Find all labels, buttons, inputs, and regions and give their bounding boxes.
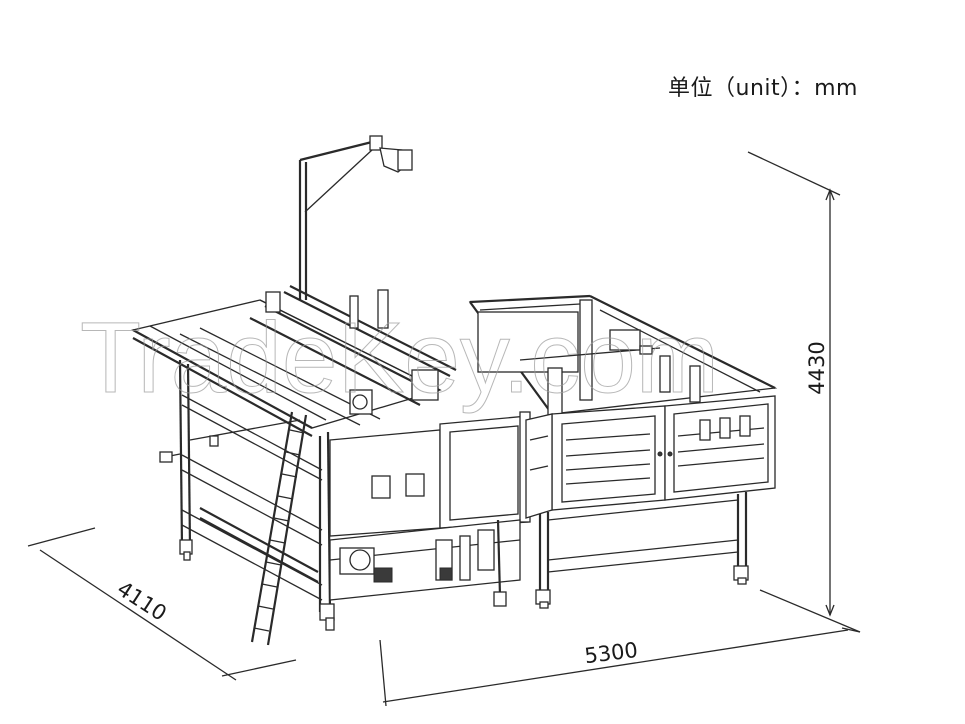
center-control-unit (329, 411, 531, 607)
height-dimension-label: 4430 (805, 341, 829, 394)
ladder (250, 411, 308, 646)
width-dimension (379, 627, 861, 707)
watermark: TradeKey.com (80, 302, 719, 414)
depth-dimension (27, 527, 297, 681)
left-cutting-table (131, 285, 457, 631)
depth-dimension-label: 4110 (113, 577, 171, 626)
height-dimension (747, 151, 861, 633)
overhead-lamp-arm (298, 135, 413, 300)
right-cabinet (468, 294, 778, 609)
unit-label: 单位（unit）：mm (668, 76, 858, 101)
